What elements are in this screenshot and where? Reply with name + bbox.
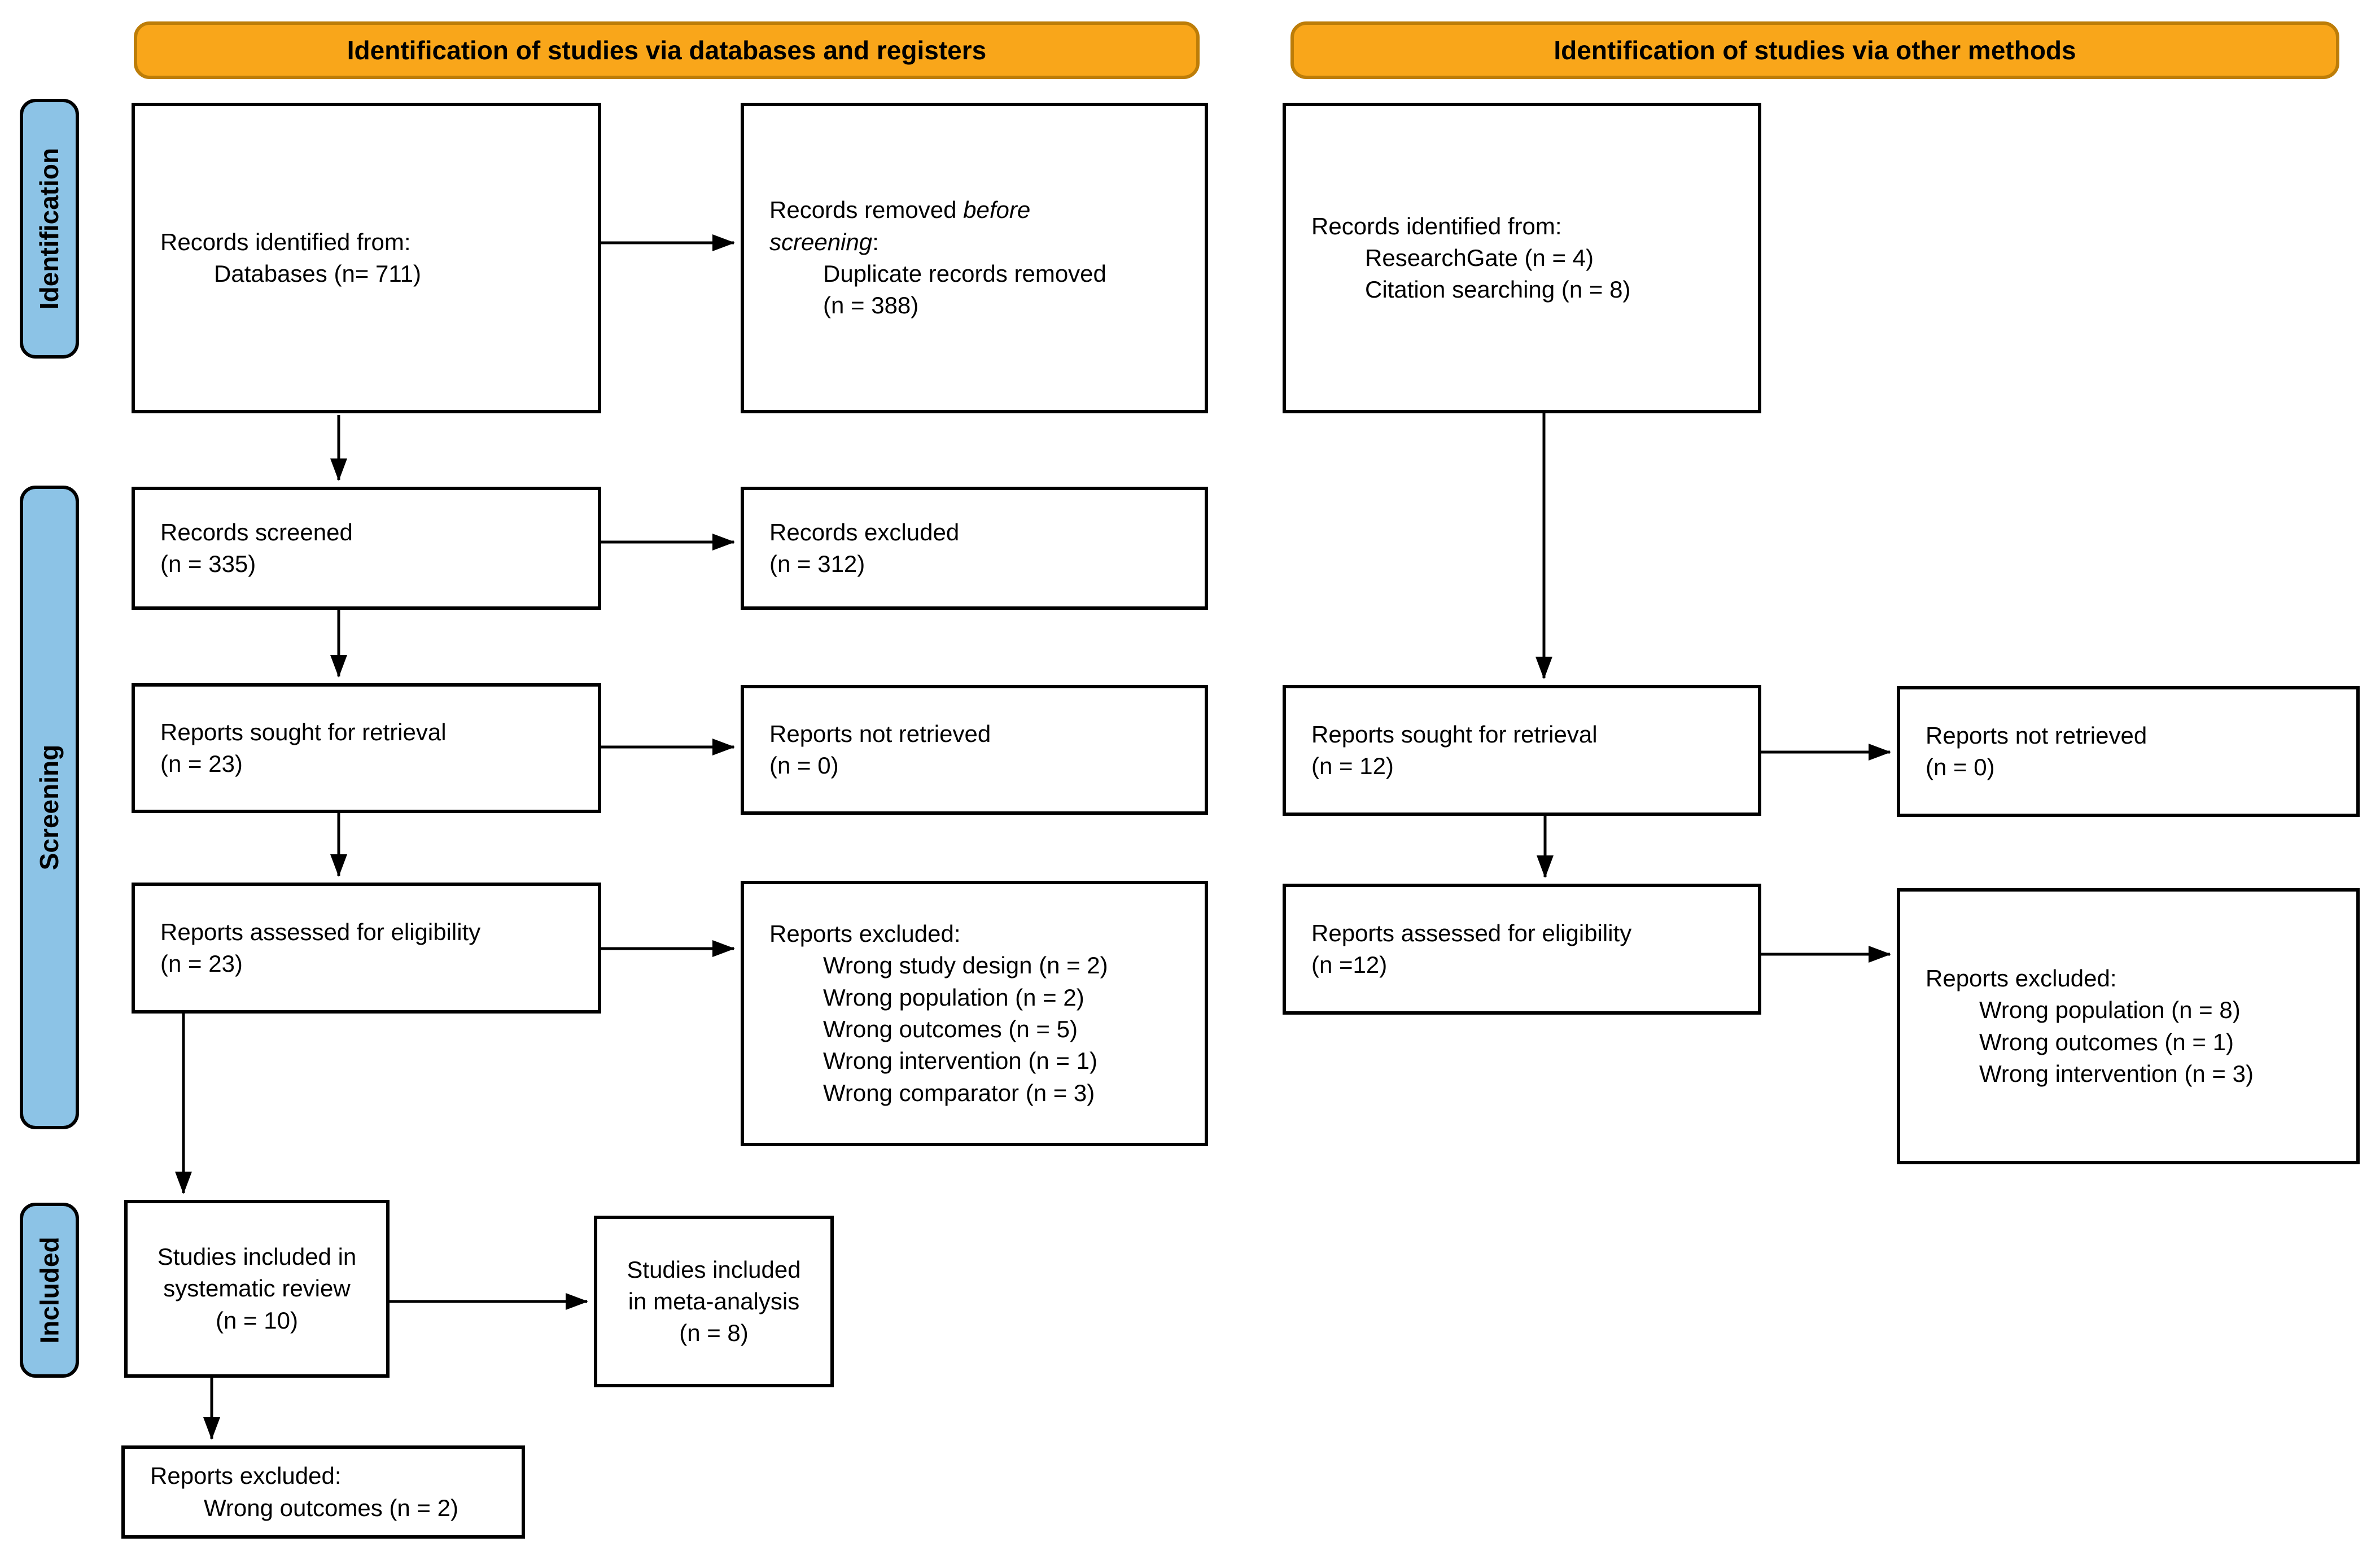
box-text-line: Records screened: [160, 518, 353, 545]
exclusion-reason: Wrong outcomes (n = 5): [823, 1016, 1078, 1042]
box-final-reports-excluded: Reports excluded: Wrong outcomes (n = 2): [121, 1445, 525, 1539]
box-text-line: Studies included: [627, 1256, 801, 1283]
box-text-line: (n = 335): [160, 551, 256, 577]
box-text-line: systematic review: [163, 1275, 351, 1302]
exclusion-reason: Wrong comparator (n = 3): [823, 1079, 1095, 1106]
box-text-line: (n = 10): [216, 1307, 298, 1334]
box-text-line: screening:: [769, 228, 879, 255]
box-text-line: in meta-analysis: [628, 1287, 800, 1314]
box-reports-assessed-other: Reports assessed for eligibility (n =12): [1283, 884, 1761, 1015]
box-records-identified-other: Records identified from: ResearchGate (n…: [1283, 103, 1761, 413]
box-studies-included-meta: Studies included in meta-analysis (n = 8…: [594, 1216, 834, 1387]
banner-other-methods: Identification of studies via other meth…: [1290, 21, 2339, 79]
box-reports-excluded-other: Reports excluded: Wrong population (n = …: [1897, 888, 2360, 1164]
exclusion-reason: Wrong outcomes (n = 2): [204, 1494, 458, 1521]
box-text-line: (n =12): [1311, 951, 1388, 978]
box-text-line: Reports excluded:: [150, 1462, 342, 1490]
box-text-line: (n = 312): [769, 551, 865, 577]
exclusion-reason: Wrong study design (n = 2): [823, 952, 1108, 979]
box-text-line: ResearchGate (n = 4): [1365, 244, 1594, 271]
exclusion-reason: Wrong population (n = 2): [823, 984, 1084, 1011]
stage-identification-label: Identification: [34, 147, 64, 310]
box-text-line: Records removed before: [769, 196, 1031, 224]
banner-left-label: Identification of studies via databases …: [347, 36, 987, 65]
box-text-line: Reports not retrieved: [1926, 722, 2147, 749]
box-text-line: (n = 8): [679, 1320, 749, 1347]
box-records-screened: Records screened (n = 335): [132, 487, 601, 610]
box-reports-not-retrieved-other: Reports not retrieved (n = 0): [1897, 686, 2360, 817]
box-text-line: Reports excluded:: [1926, 964, 2117, 991]
box-text-line: (n = 12): [1311, 753, 1394, 779]
box-text-line: Duplicate records removed: [823, 260, 1106, 287]
exclusion-reason: Wrong population (n = 8): [1979, 997, 2241, 1024]
box-records-removed-before-screening: Records removed before screening: Duplic…: [741, 103, 1208, 413]
box-reports-sought-databases: Reports sought for retrieval (n = 23): [132, 683, 601, 813]
box-text-line: Records excluded: [769, 518, 960, 545]
box-text-line: (n = 388): [823, 292, 919, 319]
box-records-identified-databases: Records identified from: Databases (n= 7…: [132, 103, 601, 413]
box-text-line: Reports assessed for eligibility: [160, 918, 481, 945]
box-text-line: (n = 0): [1926, 754, 1995, 780]
box-text-line: (n = 0): [769, 752, 839, 779]
box-text-line: Records identified from:: [1311, 212, 1562, 239]
box-text-line: Reports sought for retrieval: [160, 718, 447, 745]
stage-identification: Identification: [20, 99, 79, 359]
box-reports-excluded-databases: Reports excluded: Wrong study design (n …: [741, 881, 1208, 1146]
box-text-line: Studies included in: [157, 1243, 357, 1270]
box-studies-included-review: Studies included in systematic review (n…: [124, 1200, 390, 1378]
stage-included: Included: [20, 1203, 79, 1378]
banner-right-label: Identification of studies via other meth…: [1554, 36, 2076, 65]
box-text-line: Citation searching (n = 8): [1365, 276, 1631, 303]
box-text-line: (n = 23): [160, 750, 243, 777]
box-text-line: Records identified from:: [160, 228, 411, 255]
box-text-line: Reports not retrieved: [769, 720, 991, 747]
box-text-line: (n = 23): [160, 950, 243, 977]
box-records-excluded: Records excluded (n = 312): [741, 487, 1208, 610]
exclusion-reason: Wrong intervention (n = 3): [1979, 1060, 2254, 1087]
stage-screening-label: Screening: [34, 744, 64, 871]
stage-screening: Screening: [20, 486, 79, 1129]
box-reports-sought-other: Reports sought for retrieval (n = 12): [1283, 685, 1761, 816]
box-text-line: Databases (n= 711): [214, 260, 421, 287]
exclusion-reason: Wrong intervention (n = 1): [823, 1047, 1097, 1074]
banner-databases-registers: Identification of studies via databases …: [134, 21, 1200, 79]
stage-included-label: Included: [34, 1237, 64, 1344]
box-text-line: Reports excluded:: [769, 920, 961, 947]
box-text-line: Reports assessed for eligibility: [1311, 919, 1632, 946]
box-reports-not-retrieved-databases: Reports not retrieved (n = 0): [741, 685, 1208, 815]
box-reports-assessed-databases: Reports assessed for eligibility (n = 23…: [132, 883, 601, 1014]
exclusion-reason: Wrong outcomes (n = 1): [1979, 1028, 2234, 1055]
box-text-line: Reports sought for retrieval: [1311, 720, 1598, 748]
